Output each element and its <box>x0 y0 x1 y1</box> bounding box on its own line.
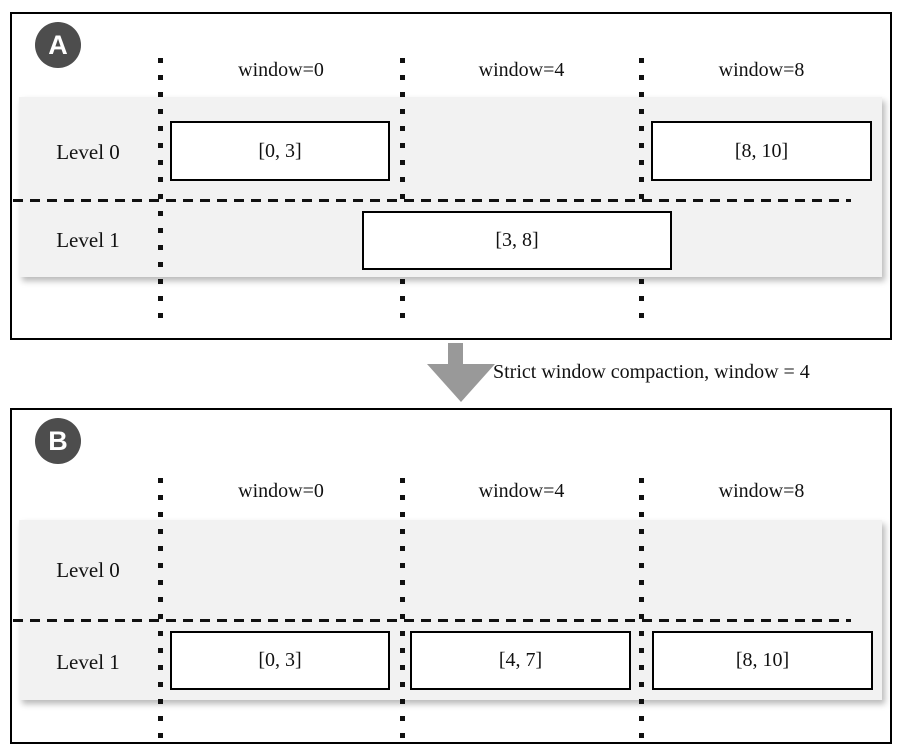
panel-a-window-boundary-line-3 <box>639 58 644 326</box>
panel-b-row-label-level0: Level 0 <box>56 558 120 582</box>
panel-b-window-boundary-line-1 <box>158 478 163 741</box>
panel-b-column-header-window4: window=4 <box>478 480 565 502</box>
panel-b-sstable-box-0-3: [0, 3] <box>170 631 390 690</box>
panel-a-window-boundary-line-1 <box>158 58 163 326</box>
panel-a: A window=0 window=4 window=8 Level 0 Lev… <box>10 12 892 340</box>
panel-b-row-label-level1: Level 1 <box>56 650 120 674</box>
panel-a-badge: A <box>35 22 81 68</box>
compaction-arrow-stem <box>448 343 463 365</box>
panel-a-sstable-box-3-8: [3, 8] <box>362 211 672 270</box>
panel-b: B window=0 window=4 window=8 Level 0 Lev… <box>10 408 892 744</box>
panel-a-window-boundary-line-2 <box>400 58 405 326</box>
panel-a-level-divider-line <box>13 199 851 202</box>
panel-b-window-boundary-line-3 <box>639 478 644 741</box>
panel-a-column-header-window8: window=8 <box>718 59 805 81</box>
panel-a-row-label-level1: Level 1 <box>56 228 120 252</box>
panel-a-sstable-box-0-3: [0, 3] <box>170 121 390 181</box>
panel-b-badge: B <box>35 418 81 464</box>
compaction-arrow-icon <box>427 364 495 402</box>
panel-b-level-divider-line <box>13 619 851 622</box>
panel-a-sstable-box-8-10: [8, 10] <box>651 121 872 181</box>
panel-a-row-label-level0: Level 0 <box>56 140 120 164</box>
panel-b-sstable-box-4-7: [4, 7] <box>410 631 631 690</box>
panel-a-column-header-window0: window=0 <box>238 59 324 81</box>
panel-b-column-header-window0: window=0 <box>238 480 324 502</box>
panel-b-window-boundary-line-2 <box>400 478 405 741</box>
panel-a-column-header-window4: window=4 <box>478 59 565 81</box>
compaction-arrow-label: Strict window compaction, window = 4 <box>493 361 810 383</box>
panel-b-sstable-box-8-10: [8, 10] <box>652 631 873 690</box>
panel-b-column-header-window8: window=8 <box>718 480 805 502</box>
